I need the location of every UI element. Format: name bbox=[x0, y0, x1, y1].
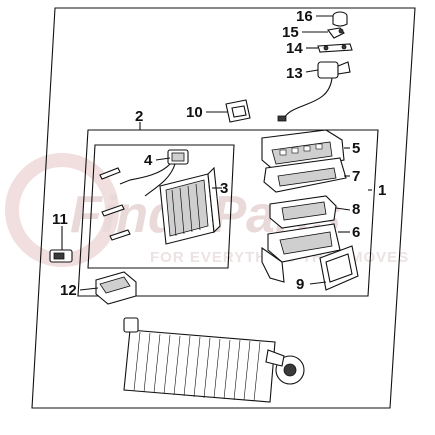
sub-assembly-pipes bbox=[99, 167, 131, 241]
part-3-evaporator bbox=[159, 166, 221, 245]
callout-7: 7 bbox=[352, 168, 360, 185]
callout-15: 15 bbox=[282, 24, 299, 41]
part-12-module bbox=[95, 271, 137, 305]
callout-11: 11 bbox=[52, 211, 68, 228]
callout-1: 1 bbox=[378, 182, 386, 199]
part-4-valve bbox=[119, 149, 189, 197]
part-7-housing bbox=[263, 157, 347, 193]
part-16-cap bbox=[332, 11, 348, 27]
part-15-clip bbox=[327, 27, 345, 39]
part-9-gasket bbox=[319, 245, 359, 291]
callout-12: 12 bbox=[60, 282, 77, 299]
outer-frame bbox=[31, 7, 416, 409]
callout-4: 4 bbox=[144, 152, 153, 169]
part-8-case bbox=[269, 195, 337, 229]
callout-16: 16 bbox=[296, 8, 313, 25]
inner-assembly-frame bbox=[77, 129, 379, 297]
callout-13: 13 bbox=[286, 65, 303, 82]
part-10-seal bbox=[225, 99, 251, 123]
leader-lines bbox=[61, 15, 372, 291]
part-6-lower-case bbox=[261, 223, 341, 283]
callout-14: 14 bbox=[286, 40, 303, 57]
callout-9: 9 bbox=[296, 276, 304, 293]
callout-10: 10 bbox=[186, 104, 203, 121]
callout-2: 2 bbox=[135, 108, 143, 125]
sub-assembly-frame bbox=[87, 144, 235, 269]
part-14-bracket bbox=[317, 43, 353, 53]
part-11-resistor bbox=[49, 249, 73, 263]
condenser-core bbox=[123, 317, 305, 403]
callout-6: 6 bbox=[352, 224, 360, 241]
callout-5: 5 bbox=[352, 140, 360, 157]
callout-8: 8 bbox=[352, 201, 360, 218]
callout-3: 3 bbox=[220, 180, 228, 197]
